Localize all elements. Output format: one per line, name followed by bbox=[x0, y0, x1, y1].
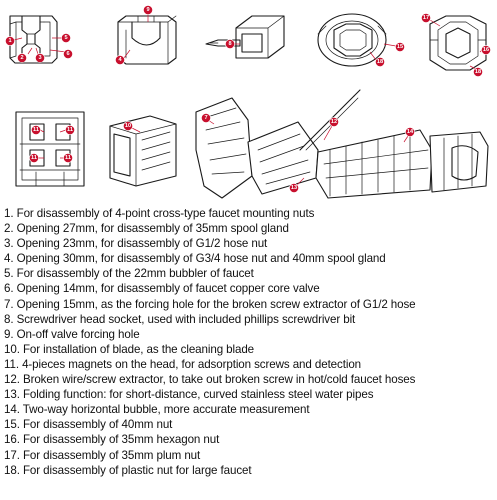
legend-item: 16. For disassembly of 35mm hexagon nut bbox=[4, 433, 220, 447]
callout-leaders bbox=[13, 12, 487, 187]
legend-item: 6. Opening 14mm, for disassembly of fauc… bbox=[4, 282, 320, 296]
legend-item: 5. For disassembly of the 22mm bubbler o… bbox=[4, 267, 254, 281]
tool-bit-socket-view bbox=[205, 15, 285, 59]
callout-15: 15 bbox=[395, 42, 405, 52]
svg-text:11: 11 bbox=[31, 155, 37, 161]
legend-item: 8. Screwdriver head socket, used with in… bbox=[4, 312, 356, 326]
callout-11-c: 11 bbox=[29, 153, 39, 163]
callout-12: 12 bbox=[329, 117, 339, 127]
callout-5: 5 bbox=[61, 33, 71, 43]
callout-7: 7 bbox=[201, 113, 211, 123]
svg-text:18: 18 bbox=[475, 69, 481, 75]
round-socket-view bbox=[317, 13, 387, 67]
legend-item: 14. Two-way horizontal bubble, more accu… bbox=[4, 403, 310, 417]
legend-item: 3. Opening 23mm, for disassembly of G1/2… bbox=[4, 237, 268, 251]
legend-item: 13. Folding function: for short-distance… bbox=[4, 388, 374, 402]
svg-text:1: 1 bbox=[8, 38, 11, 44]
tool-side-view-2 bbox=[117, 15, 177, 65]
legend-item: 1. For disassembly of 4-point cross-type… bbox=[4, 207, 315, 220]
magnet-head-view bbox=[15, 111, 85, 187]
callout-8: 8 bbox=[225, 39, 235, 49]
callout-13: 13 bbox=[289, 183, 299, 193]
callout-9: 9 bbox=[143, 5, 153, 15]
svg-text:9: 9 bbox=[146, 7, 149, 13]
callout-16: 16 bbox=[481, 45, 491, 55]
svg-text:2: 2 bbox=[20, 55, 23, 61]
svg-text:8: 8 bbox=[228, 41, 231, 47]
callout-11-a: 11 bbox=[31, 125, 41, 135]
svg-text:12: 12 bbox=[331, 119, 337, 125]
svg-text:4: 4 bbox=[118, 57, 122, 63]
svg-text:6: 6 bbox=[66, 51, 69, 57]
callout-18-octagon: 18 bbox=[473, 67, 483, 77]
callout-4: 4 bbox=[115, 55, 125, 65]
callout-17: 17 bbox=[421, 13, 431, 23]
svg-text:15: 15 bbox=[397, 44, 403, 50]
legend-item: 18. For disassembly of plastic nut for l… bbox=[4, 463, 252, 477]
svg-text:11: 11 bbox=[33, 127, 39, 133]
svg-text:10: 10 bbox=[125, 123, 131, 129]
feature-legend: 1. For disassembly of 4-point cross-type… bbox=[4, 206, 494, 478]
svg-text:18: 18 bbox=[377, 59, 383, 65]
legend-item: 4. Opening 30mm, for disassembly of G3/4… bbox=[4, 252, 386, 266]
svg-text:7: 7 bbox=[204, 115, 207, 121]
tool-top-view-1 bbox=[9, 15, 58, 64]
svg-text:13: 13 bbox=[291, 185, 297, 191]
legend-item: 17. For disassembly of 35mm plum nut bbox=[4, 448, 201, 462]
legend-item: 15. For disassembly of 40mm nut bbox=[4, 418, 173, 432]
svg-text:5: 5 bbox=[64, 35, 67, 41]
legend-item: 2. Opening 27mm, for disassembly of 35mm… bbox=[4, 222, 289, 236]
callout-3: 3 bbox=[35, 53, 45, 63]
legend-item: 9. On-off valve forcing hole bbox=[4, 327, 140, 341]
callout-14: 14 bbox=[405, 127, 415, 137]
legend-item: 12. Broken wire/screw extractor, to take… bbox=[4, 373, 416, 387]
folding-tool-full-view bbox=[195, 89, 489, 199]
legend-item: 11. 4-pieces magnets on the head, for ad… bbox=[4, 357, 362, 371]
callout-10: 10 bbox=[123, 121, 133, 131]
legend-item: 7. Opening 15mm, as the forcing hole for… bbox=[4, 297, 416, 311]
callout-11-d: 11 bbox=[63, 153, 73, 163]
tool-feature-diagram: 1 2 3 5 6 4 9 8 15 18 17 16 18 11 11 11 … bbox=[5, 5, 491, 199]
callout-6: 6 bbox=[63, 49, 73, 59]
svg-text:3: 3 bbox=[38, 55, 41, 61]
callout-18-round: 18 bbox=[375, 57, 385, 67]
octagon-socket-view bbox=[429, 15, 487, 71]
svg-text:11: 11 bbox=[65, 155, 71, 161]
svg-text:16: 16 bbox=[483, 47, 489, 53]
callout-2: 2 bbox=[17, 53, 27, 63]
svg-text:11: 11 bbox=[67, 127, 73, 133]
callout-11-b: 11 bbox=[65, 125, 75, 135]
blade-head-view bbox=[109, 115, 177, 187]
svg-text:14: 14 bbox=[407, 129, 414, 135]
svg-text:17: 17 bbox=[423, 15, 429, 21]
callout-1: 1 bbox=[5, 36, 15, 46]
legend-item: 10. For installation of blade, as the cl… bbox=[4, 342, 255, 356]
